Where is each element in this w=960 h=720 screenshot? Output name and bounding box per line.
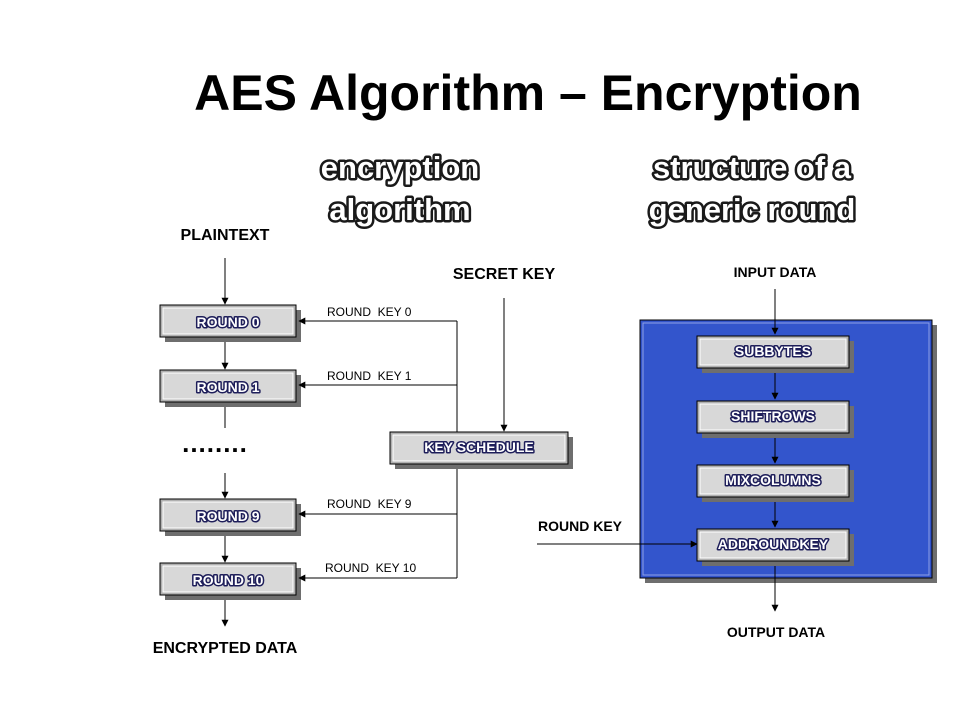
round-key-9-label: ROUND KEY 9 bbox=[327, 497, 412, 511]
round-box-10: ROUND 10 bbox=[159, 562, 301, 600]
round-box-1: ROUND 1 bbox=[159, 369, 301, 407]
round-key-0-label: ROUND KEY 0 bbox=[327, 305, 412, 319]
addroundkey-box: ADDROUNDKEY bbox=[696, 528, 854, 566]
round-box-9: ROUND 9 bbox=[159, 498, 301, 536]
shiftrows-box: SHIFTROWS bbox=[696, 400, 854, 438]
right-heading-line1: structure of a bbox=[653, 150, 852, 185]
step-label: MIXCOLUMNS bbox=[725, 472, 821, 488]
step-label: ADDROUNDKEY bbox=[718, 536, 829, 552]
encrypted-data-label: ENCRYPTED DATA bbox=[153, 640, 298, 657]
mixcolumns-box: MIXCOLUMNS bbox=[696, 464, 854, 502]
round-label: ROUND 9 bbox=[196, 508, 259, 524]
key-schedule-label: KEY SCHEDULE bbox=[424, 439, 533, 455]
input-data-label: INPUT DATA bbox=[734, 264, 817, 280]
round-key-label: ROUND KEY bbox=[538, 518, 623, 534]
right-heading-line2: generic round bbox=[649, 192, 856, 227]
rounds-ellipsis: ........ bbox=[182, 428, 248, 458]
step-label: SHIFTROWS bbox=[731, 408, 815, 424]
page-title: AES Algorithm – Encryption bbox=[194, 65, 862, 121]
secret-key-label: SECRET KEY bbox=[453, 266, 556, 283]
round-key-10-label: ROUND KEY 10 bbox=[325, 561, 416, 575]
round-label: ROUND 1 bbox=[196, 379, 259, 395]
left-heading-line1: encryption bbox=[321, 150, 479, 185]
round-label: ROUND 0 bbox=[196, 314, 259, 330]
round-box-0: ROUND 0 bbox=[159, 304, 301, 342]
output-data-label: OUTPUT DATA bbox=[727, 624, 825, 640]
step-label: SUBBYTES bbox=[735, 343, 811, 359]
round-key-1-label: ROUND KEY 1 bbox=[327, 369, 412, 383]
left-heading-line2: algorithm bbox=[329, 192, 470, 227]
subbytes-box: SUBBYTES bbox=[696, 335, 854, 373]
round-label: ROUND 10 bbox=[193, 572, 264, 588]
plaintext-label: PLAINTEXT bbox=[181, 227, 270, 244]
key-schedule-box: KEY SCHEDULE bbox=[389, 431, 573, 469]
